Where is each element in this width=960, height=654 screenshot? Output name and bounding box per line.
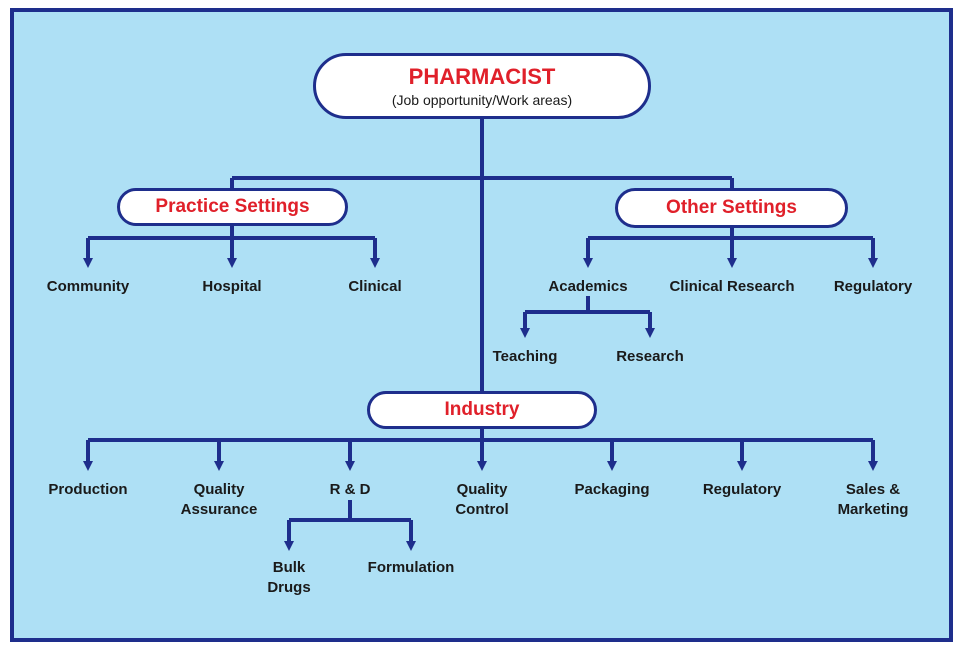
quality-control-label: Quality Control bbox=[432, 480, 532, 520]
quality-assurance-label: Quality Assurance bbox=[161, 480, 277, 520]
sales-marketing-line2: Marketing bbox=[837, 501, 909, 518]
rd-label: R & D bbox=[329, 481, 371, 498]
bulk-drugs-label: Bulk Drugs bbox=[239, 558, 339, 598]
practice-settings-node: Practice Settings bbox=[117, 188, 348, 226]
sales-marketing-label: Sales & Marketing bbox=[818, 480, 928, 520]
bulk-drugs-line2: Drugs bbox=[267, 579, 311, 596]
clinical-research-label: Clinical Research bbox=[669, 278, 795, 295]
quality-control-line2: Control bbox=[455, 501, 509, 518]
quality-assurance-line2: Assurance bbox=[180, 501, 258, 518]
formulation-label: Formulation bbox=[367, 559, 455, 576]
root-node: PHARMACIST (Job opportunity/Work areas) bbox=[313, 53, 651, 119]
sales-marketing-line1: Sales & bbox=[845, 481, 901, 498]
other-settings-node: Other Settings bbox=[615, 188, 848, 228]
hospital-label: Hospital bbox=[202, 278, 262, 295]
research-label: Research bbox=[616, 348, 684, 365]
industry-node: Industry bbox=[367, 391, 597, 429]
teaching-label: Teaching bbox=[492, 348, 558, 365]
bulk-drugs-line1: Bulk bbox=[272, 559, 306, 576]
community-label: Community bbox=[46, 278, 130, 295]
academics-label: Academics bbox=[548, 278, 628, 295]
practice-settings-title: Practice Settings bbox=[155, 196, 310, 217]
other-regulatory-label: Regulatory bbox=[833, 278, 913, 295]
production-label: Production bbox=[48, 481, 128, 498]
other-settings-title: Other Settings bbox=[666, 197, 797, 218]
clinical-label: Clinical bbox=[348, 278, 402, 295]
quality-assurance-line1: Quality bbox=[193, 481, 245, 498]
industry-regulatory-label: Regulatory bbox=[702, 481, 782, 498]
quality-control-line1: Quality bbox=[456, 481, 508, 498]
root-subtitle: (Job opportunity/Work areas) bbox=[391, 92, 573, 108]
root-title: PHARMACIST bbox=[408, 64, 556, 89]
industry-title: Industry bbox=[444, 399, 520, 420]
packaging-label: Packaging bbox=[574, 481, 650, 498]
